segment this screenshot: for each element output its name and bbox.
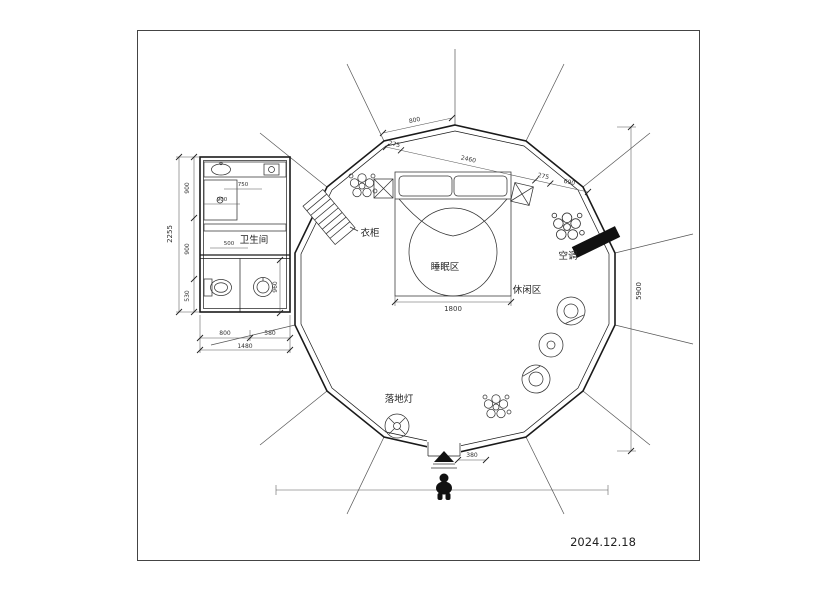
label-wardrobe: 衣柜 — [360, 227, 380, 239]
dim-bathroom-side: 960 — [272, 256, 284, 317]
dimensions: 5900 2255 900 900 530 — [166, 114, 643, 464]
aircon-unit — [571, 226, 621, 258]
bed — [394, 171, 512, 297]
drawing-border — [137, 30, 700, 561]
room-labels: 卫生间 衣柜 睡眠区 休闲区 空调 落地灯 — [240, 226, 578, 405]
dim-label-580: 580 — [264, 330, 276, 337]
dim-label-690: 690 — [563, 178, 576, 187]
label-bathroom: 卫生间 — [240, 234, 269, 246]
leisure-table — [538, 332, 564, 358]
dim-label-900b: 900 — [184, 243, 191, 255]
sink — [211, 163, 231, 176]
bathroom — [199, 156, 291, 313]
dim-label-275a: 275 — [388, 140, 401, 149]
dim-label-1480: 1480 — [237, 343, 252, 350]
dim-label-500: 500 — [224, 241, 235, 247]
toilet — [210, 279, 232, 296]
dim-label-275b: 275 — [537, 172, 550, 181]
door-opening — [427, 440, 461, 457]
nightstand-left — [373, 178, 394, 199]
dim-label-750: 750 — [238, 182, 249, 188]
dim-label-380: 380 — [466, 452, 478, 459]
drawing-date: 2024.12.18 — [570, 535, 636, 549]
dim-bathroom-interior: 750 900 500 — [204, 182, 262, 249]
toilet-tank — [203, 278, 213, 297]
dim-label-2255: 2255 — [166, 225, 174, 243]
entrance — [431, 451, 457, 500]
counter — [203, 161, 287, 178]
roof-lines — [210, 49, 694, 515]
dim-label-800a: 800 — [408, 116, 421, 125]
shower-tray — [203, 179, 238, 221]
fixture-box — [263, 163, 280, 176]
leisure-chair-top — [556, 296, 586, 326]
shelf — [203, 223, 287, 232]
pillow-left — [398, 175, 453, 197]
pillow-right — [453, 175, 508, 197]
plant-icon — [348, 173, 378, 198]
person-icon — [436, 473, 452, 500]
dim-label-2460: 2460 — [460, 154, 477, 164]
dim-label-960: 960 — [272, 281, 279, 293]
label-leisure-area: 休闲区 — [513, 284, 542, 296]
dim-right-height: 5900 — [617, 123, 643, 455]
label-floor-lamp: 落地灯 — [385, 393, 414, 405]
dim-door: 380 — [454, 452, 490, 464]
stairs-wardrobe — [302, 188, 356, 246]
dim-top-chain: 275 2460 275 690 — [382, 140, 592, 196]
dim-top-left: 800 — [379, 114, 456, 137]
leisure-chair-bottom — [521, 364, 551, 394]
dim-bathroom-width: 800 580 1480 — [196, 315, 294, 354]
bed-rug — [408, 207, 498, 297]
dim-left: 2255 900 900 530 — [166, 153, 199, 316]
dim-label-900c: 900 — [217, 197, 228, 203]
dim-label-530: 530 — [184, 290, 191, 302]
dim-label-800b: 800 — [219, 330, 231, 337]
drain — [216, 196, 224, 204]
floor-lamp-icon — [384, 413, 410, 439]
nightstand-right — [510, 182, 534, 206]
dim-label-900a: 900 — [184, 182, 191, 194]
dim-bed-width: 1800 — [391, 296, 515, 313]
dim-label-1800: 1800 — [444, 305, 462, 313]
plant-icon — [551, 212, 585, 240]
plant-icon — [482, 394, 512, 419]
label-aircon: 空调 — [558, 250, 577, 262]
label-sleeping-area: 睡眠区 — [431, 261, 460, 273]
dim-label-5900: 5900 — [635, 282, 643, 300]
door-marker — [434, 451, 454, 462]
